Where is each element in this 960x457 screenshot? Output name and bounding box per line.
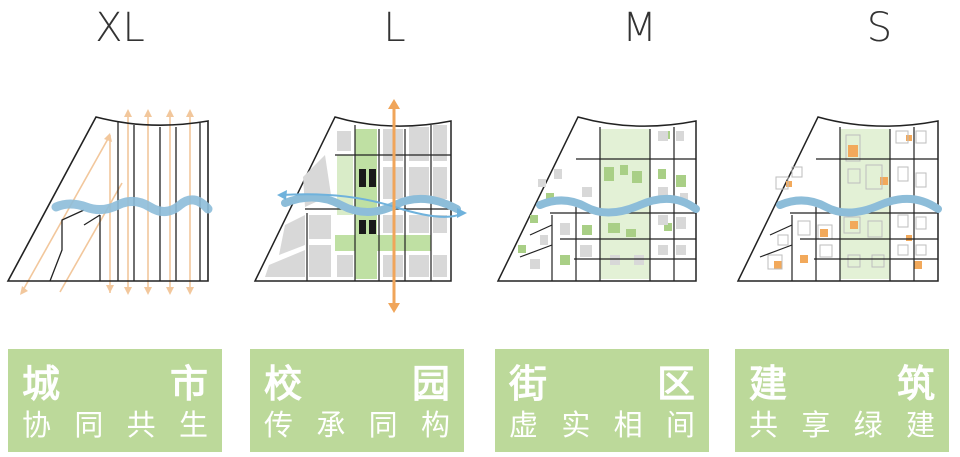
title-char: 校 xyxy=(264,361,303,406)
card-subtitle: 共 享 绿 建 xyxy=(749,407,935,443)
title-char: 市 xyxy=(169,361,208,406)
card-building: 建 筑 共 享 绿 建 xyxy=(735,349,949,452)
panel-s: S xyxy=(730,0,960,457)
subtitle-char: 承 xyxy=(316,408,346,442)
m-block-diagram xyxy=(496,116,700,282)
card-campus: 校 园 传 承 同 构 xyxy=(250,349,464,452)
title-char: 建 xyxy=(749,361,788,406)
subtitle-char: 绿 xyxy=(853,408,883,442)
scale-label: L xyxy=(383,5,407,51)
subtitle-char: 同 xyxy=(368,408,398,442)
card-subtitle: 虚 实 相 间 xyxy=(509,407,695,443)
card-title: 建 筑 xyxy=(749,361,935,407)
card-subtitle: 协 同 共 生 xyxy=(22,407,208,443)
subtitle-char: 虚 xyxy=(509,408,539,442)
title-char: 城 xyxy=(22,361,61,406)
title-char: 筑 xyxy=(896,361,935,406)
l-campus-diagram xyxy=(253,99,467,313)
subtitle-char: 建 xyxy=(905,408,935,442)
subtitle-char: 享 xyxy=(801,408,831,442)
title-char: 街 xyxy=(509,361,548,406)
subtitle-char: 传 xyxy=(264,408,294,442)
title-char: 园 xyxy=(411,361,450,406)
scale-label: M xyxy=(622,5,658,51)
panel-l: L xyxy=(245,0,485,457)
panel-xl: XL xyxy=(0,0,240,457)
panel-m: M xyxy=(490,0,730,457)
subtitle-char: 生 xyxy=(178,408,208,442)
scale-label: XL xyxy=(95,5,145,51)
subtitle-char: 相 xyxy=(613,408,643,442)
subtitle-char: 间 xyxy=(665,408,695,442)
card-title: 城 市 xyxy=(22,361,208,407)
subtitle-char: 共 xyxy=(126,408,156,442)
card-city: 城 市 协 同 共 生 xyxy=(8,349,222,452)
subtitle-char: 构 xyxy=(420,408,450,442)
card-title: 校 园 xyxy=(264,361,450,407)
subtitle-char: 共 xyxy=(749,408,779,442)
s-building-diagram xyxy=(736,116,942,282)
card-block: 街 区 虚 实 相 间 xyxy=(495,349,709,452)
card-subtitle: 传 承 同 构 xyxy=(264,407,450,443)
title-char: 区 xyxy=(656,361,695,406)
xl-city-diagram xyxy=(6,109,213,295)
subtitle-char: 实 xyxy=(561,408,591,442)
card-title: 街 区 xyxy=(509,361,695,407)
subtitle-char: 协 xyxy=(22,408,52,442)
scale-label: S xyxy=(866,5,894,51)
subtitle-char: 同 xyxy=(74,408,104,442)
